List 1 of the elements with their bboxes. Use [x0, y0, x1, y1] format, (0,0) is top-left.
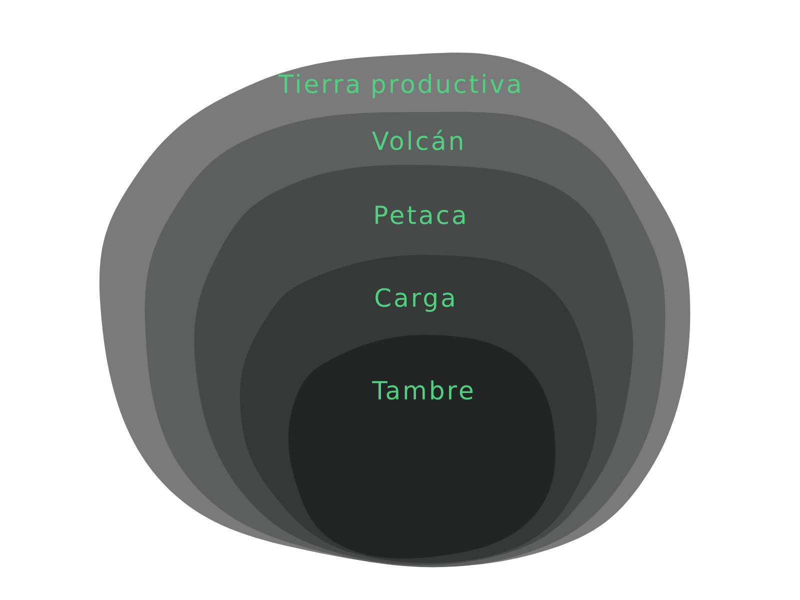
layer-blob: Tambre	[288, 334, 556, 559]
